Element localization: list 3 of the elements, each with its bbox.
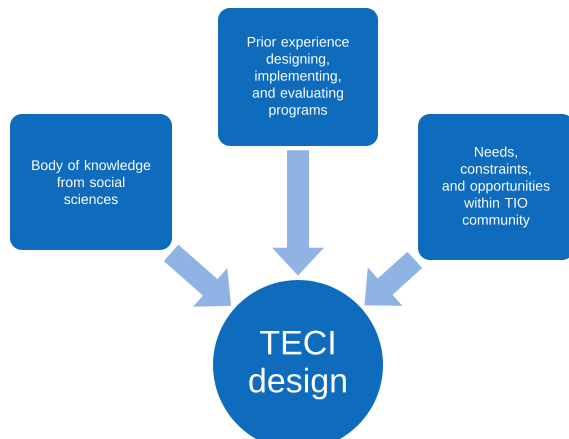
process-box: Body of knowledge from social sciences bbox=[10, 114, 172, 250]
process-box: Needs, constraints, and opportunities within TIO community bbox=[418, 114, 569, 260]
process-box: Prior experience designing, implementing, and evaluating programs bbox=[218, 8, 378, 146]
